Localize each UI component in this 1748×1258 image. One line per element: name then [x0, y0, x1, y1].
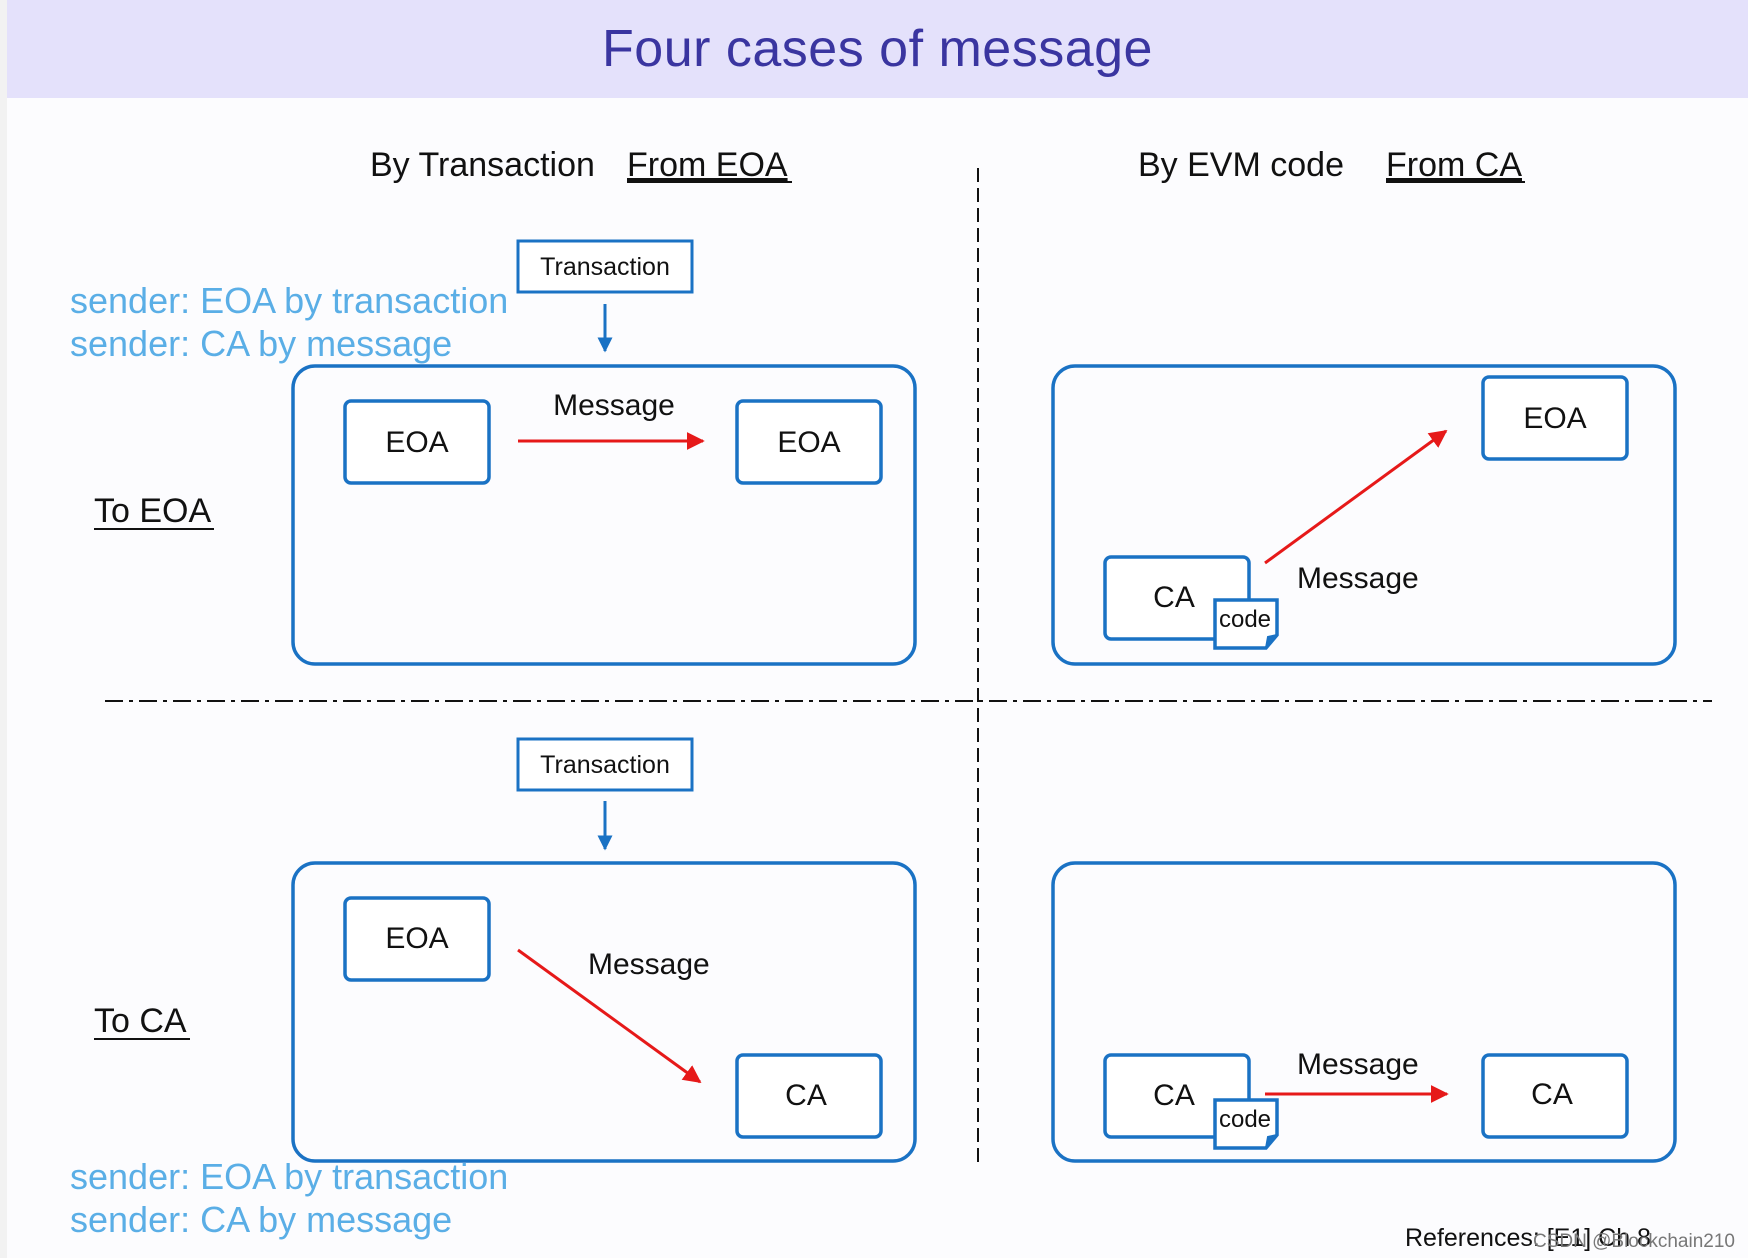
- watermark: CSDN @Blockchain210: [1533, 1231, 1735, 1252]
- ca-box-top-right: [1103, 555, 1251, 641]
- sender-note-bottom-line2: sender: CA by message: [70, 1199, 452, 1240]
- message-arrow-bottom-left: [517, 948, 702, 1084]
- code-tag-fold-top-right: [1265, 634, 1278, 649]
- ca-box-bottom-left: [735, 1053, 883, 1139]
- message-label-top-left: Message: [553, 389, 675, 422]
- ca-label-top-right: CA: [1153, 581, 1195, 614]
- transaction-label-top: Transaction: [540, 253, 670, 281]
- row-label-to-ca: To CA: [94, 1002, 187, 1040]
- panel-top-right: [1051, 364, 1677, 666]
- left-column-by-label: By Transaction: [370, 146, 595, 184]
- message-label-bottom-left: Message: [588, 948, 710, 981]
- left-column-from-label: From EOA: [627, 146, 788, 184]
- reference-note: References: [E1] Ch 8: [1405, 1224, 1651, 1252]
- left-edge-strip: [0, 0, 7, 1258]
- transaction-label-bottom: Transaction: [540, 751, 670, 779]
- eoa-label-top-left-receiver: EOA: [777, 426, 840, 459]
- message-label-bottom-right: Message: [1297, 1048, 1419, 1081]
- message-arrow-top-right: [1264, 429, 1448, 565]
- code-tag-fold-bottom-right: [1265, 1134, 1278, 1149]
- title-band: Four cases of message: [7, 0, 1748, 98]
- right-column-from-label: From CA: [1386, 146, 1522, 184]
- sender-note-top-line1: sender: EOA by transaction: [70, 280, 508, 321]
- ca-label-bottom-left: CA: [785, 1079, 827, 1112]
- ca-label-bottom-right-receiver: CA: [1531, 1078, 1573, 1111]
- row-label-to-eoa: To EOA: [94, 492, 211, 530]
- eoa-box-top-right: [1481, 375, 1629, 461]
- right-column-by-label: By EVM code: [1138, 146, 1344, 184]
- panel-top-left: [291, 364, 917, 666]
- code-label-bottom-right: code: [1219, 1106, 1271, 1133]
- eoa-label-bottom-left: EOA: [385, 922, 448, 955]
- slide-title: Four cases of message: [602, 20, 1153, 78]
- ca-label-bottom-right-sender: CA: [1153, 1079, 1195, 1112]
- code-label-top-right: code: [1219, 606, 1271, 633]
- sender-note-bottom-line1: sender: EOA by transaction: [70, 1156, 508, 1197]
- eoa-box-bottom-left: [343, 896, 491, 982]
- eoa-box-top-left-sender: [343, 399, 491, 485]
- transaction-box-top: [516, 239, 694, 294]
- panel-bottom-left: [291, 861, 917, 1163]
- eoa-label-top-right: EOA: [1523, 402, 1586, 435]
- panel-bottom-right: [1051, 861, 1677, 1163]
- sender-note-top-line2: sender: CA by message: [70, 323, 452, 364]
- ca-box-bottom-right-sender: [1103, 1053, 1251, 1139]
- message-label-top-right: Message: [1297, 562, 1419, 595]
- eoa-box-top-left-receiver: [735, 399, 883, 485]
- transaction-box-bottom: [516, 737, 694, 792]
- eoa-label-top-left-sender: EOA: [385, 426, 448, 459]
- ca-box-bottom-right-receiver: [1481, 1053, 1629, 1139]
